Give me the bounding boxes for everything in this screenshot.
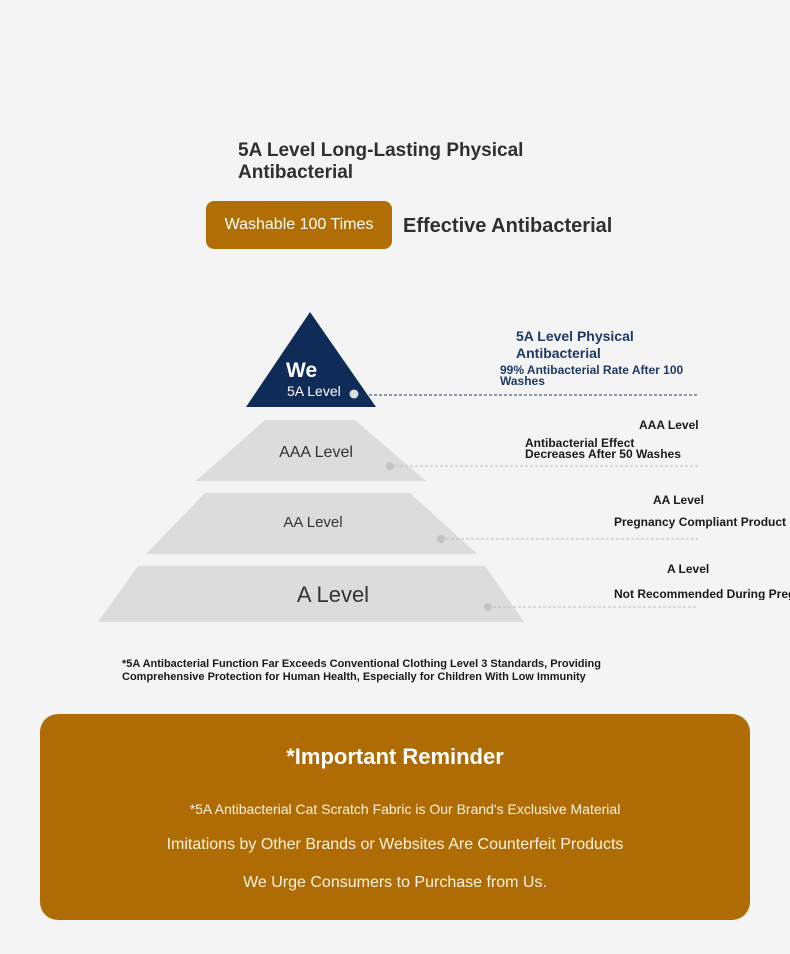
pyramid-aa-tier: [146, 493, 477, 554]
reminder-line-2: Imitations by Other Brands or Websites A…: [166, 836, 624, 853]
reminder-line-3: We Urge Consumers to Purchase from Us.: [243, 874, 547, 891]
effective-heading: Effective Antibacterial: [403, 215, 613, 237]
connector-dot-aa: [437, 535, 445, 543]
washable-badge: Washable 100 Times: [206, 201, 392, 249]
pyramid-top-sublabel: 5A Level: [287, 383, 341, 399]
pyramid-top-tier: [246, 312, 376, 407]
connector-dot-aaa: [386, 462, 394, 470]
page-title: 5A Level Long-Lasting Physical Antibacte…: [238, 140, 524, 183]
reminder-panel: *Important Reminder *5A Antibacterial Ca…: [40, 714, 750, 920]
pyramid-aaa-label: AAA Level: [279, 444, 353, 461]
desc-5a-text: 99% Antibacterial Rate After 100 Washes: [500, 363, 684, 388]
pyramid-top-label: We: [286, 359, 317, 382]
reminder-title: *Important Reminder: [286, 744, 504, 769]
reminder-line-1: *5A Antibacterial Cat Scratch Fabric is …: [189, 801, 621, 817]
connector-dot-a: [484, 603, 492, 611]
pyramid-a-label: A Level: [297, 582, 369, 607]
footnote: *5A Antibacterial Function Far Exceeds C…: [122, 658, 601, 683]
desc-aaa-title: AAA Level: [639, 418, 699, 432]
desc-aa-text: Pregnancy Compliant Product: [614, 515, 787, 529]
desc-a-text: Not Recommended During Pregn: [614, 588, 790, 600]
desc-a-title: A Level: [667, 562, 710, 576]
connector-dot-5a: [349, 389, 359, 399]
desc-aaa-text: Antibacterial Effect Decreases After 50 …: [525, 436, 681, 461]
pyramid-a-tier: [98, 566, 524, 622]
desc-5a-title: 5A Level Physical Antibacterial: [516, 328, 634, 361]
pyramid-aa-label: AA Level: [283, 514, 342, 531]
desc-aa-title: AA Level: [653, 493, 704, 507]
pyramid-aaa-tier: [196, 420, 426, 481]
